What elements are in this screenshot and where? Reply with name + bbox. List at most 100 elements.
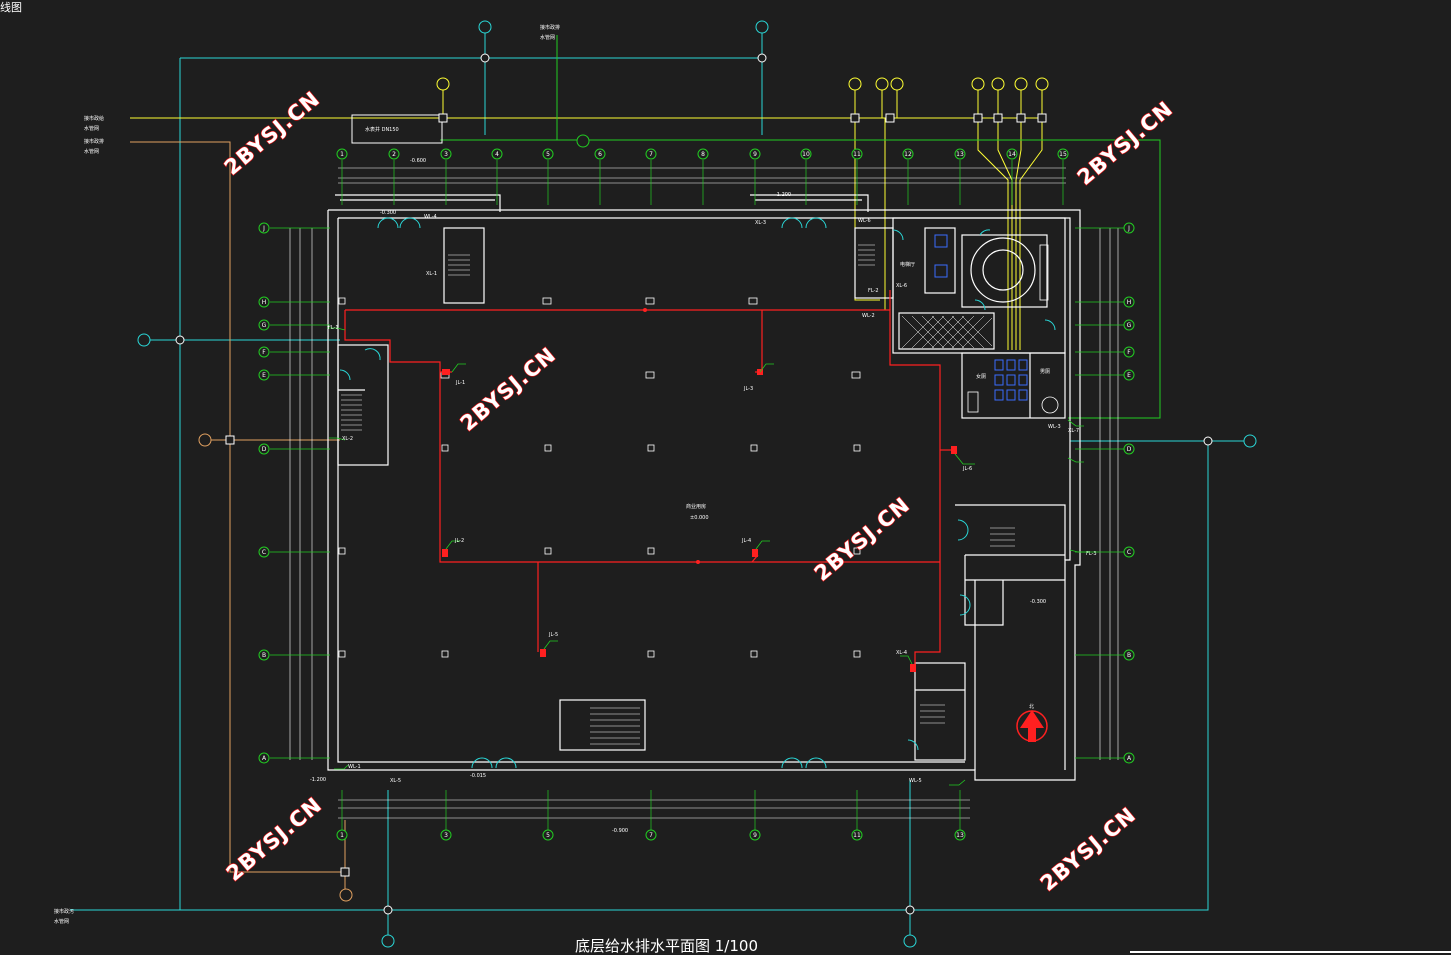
grid-axis-bubble-left: G (258, 319, 270, 331)
svg-text:JL-1: JL-1 (455, 380, 465, 386)
svg-text:-1.200: -1.200 (310, 777, 326, 783)
dimension-lines (289, 167, 1119, 819)
fixture-outlines (967, 244, 1059, 414)
svg-text:FL-2: FL-2 (868, 288, 879, 294)
svg-text:4: 4 (495, 151, 499, 158)
svg-text:-0.600: -0.600 (410, 158, 426, 164)
grid-axis-bubble-top: 3 (440, 148, 452, 160)
watermark: 2BYSJ.CN (1073, 97, 1178, 190)
svg-text:11: 11 (853, 151, 861, 158)
svg-text:1: 1 (340, 832, 344, 839)
svg-text:6: 6 (598, 151, 602, 158)
svg-text:A: A (262, 755, 267, 762)
svg-text:E: E (262, 372, 266, 379)
grid-axis-bubble-right: B (1123, 649, 1135, 661)
svg-text:-0.015: -0.015 (470, 773, 486, 779)
grid-axis-bubble-bottom: 1 (336, 829, 348, 841)
grid-axis-bubble-left: J (258, 222, 270, 234)
riser-markers (327, 327, 1090, 786)
window-corner-label: 线图 (0, 0, 22, 14)
grid-axis-bubble-left: B (258, 649, 270, 661)
watermark: 2BYSJ.CN (456, 343, 561, 436)
svg-text:7: 7 (649, 832, 653, 839)
grid-axis-bubble-left: A (258, 752, 270, 764)
svg-text:F: F (262, 349, 266, 356)
svg-text:C: C (1127, 549, 1131, 556)
columns (338, 297, 861, 658)
svg-text:14: 14 (1008, 151, 1016, 158)
pipe-circle-symbols (175, 53, 1213, 915)
room-labels: 商业用房 ±0.000 电梯厅 女厕 男厕 (686, 261, 1050, 521)
svg-text:XL-7: XL-7 (1068, 428, 1079, 434)
svg-text:9: 9 (753, 151, 757, 158)
room-elevation: ±0.000 (690, 515, 709, 521)
svg-text:WL-6: WL-6 (858, 218, 871, 224)
svg-text:9: 9 (753, 832, 757, 839)
grid-axis-bubble-bottom: 11 (851, 829, 863, 841)
building-walls (327, 194, 1081, 781)
watermark: 2BYSJ.CN (220, 87, 325, 180)
svg-text:H: H (262, 299, 267, 306)
svg-text:B: B (1127, 652, 1131, 659)
toilet-fixtures (934, 234, 1028, 401)
svg-text:-0.900: -0.900 (612, 828, 628, 834)
grid-axis-bubble-bottom: 3 (440, 829, 452, 841)
water-meter-box: 水表井 DN150 (351, 114, 443, 144)
grid-axis-bubble-bottom: 13 (954, 829, 966, 841)
svg-text:E: E (1127, 372, 1131, 379)
svg-text:-0.300: -0.300 (380, 210, 396, 216)
svg-text:WL-5: WL-5 (909, 778, 922, 784)
grid-axis-bubble-right: G (1123, 319, 1135, 331)
pipe-notes: 接市政给 水管网 接市政排 水管网 接市政污 水管网 接市政排 水管网 -0.6… (54, 24, 1046, 925)
svg-text:接市政给: 接市政给 (84, 115, 104, 122)
grid-axis-bubble-right: A (1123, 752, 1135, 764)
grid-axis-bubble-bottom: 5 (542, 829, 554, 841)
svg-text:13: 13 (956, 832, 964, 839)
grid-axis-bubble-right: C (1123, 546, 1135, 558)
svg-text:J: J (262, 225, 265, 232)
grid-axis-bubble-right: J (1123, 222, 1135, 234)
svg-text:XL-3: XL-3 (755, 220, 766, 226)
svg-text:13: 13 (956, 151, 964, 158)
grid-axis-bubble-top: 14 (1006, 148, 1018, 160)
svg-text:3: 3 (444, 151, 448, 158)
svg-text:WL-1: WL-1 (348, 764, 361, 770)
svg-text:水管网: 水管网 (84, 125, 99, 132)
svg-text:XL-5: XL-5 (390, 778, 401, 784)
grid-axis-bubble-right: H (1123, 296, 1135, 308)
svg-text:WL-2: WL-2 (862, 313, 875, 319)
svg-text:15: 15 (1059, 151, 1067, 158)
svg-text:D: D (1127, 446, 1132, 453)
svg-text:WL-3: WL-3 (1048, 424, 1061, 430)
watermarks: 2BYSJ.CN 2BYSJ.CN 2BYSJ.CN 2BYSJ.CN 2BYS… (219, 86, 1178, 897)
svg-text:FL-3: FL-3 (1086, 551, 1097, 557)
svg-text:H: H (1127, 299, 1132, 306)
watermark: 2BYSJ.CN (1036, 803, 1141, 896)
north-arrow: 北 (1016, 703, 1048, 742)
grid-axis-bubble-top: 1 (336, 148, 348, 160)
grid-axis-bubble-bottom: 9 (749, 829, 761, 841)
grid-axis-bubble-top: 7 (645, 148, 657, 160)
svg-text:水管网: 水管网 (84, 148, 99, 155)
grid-axis-bubble-left: E (258, 369, 270, 381)
grid-axis-bubble-top: 5 (542, 148, 554, 160)
grid-axis-bubble-top: 12 (902, 148, 914, 160)
svg-text:XL-1: XL-1 (426, 271, 437, 277)
svg-text:XL-6: XL-6 (896, 283, 907, 289)
svg-text:J: J (1127, 225, 1130, 232)
svg-text:11: 11 (853, 832, 861, 839)
svg-text:女厕: 女厕 (976, 373, 986, 380)
svg-text:WL-4: WL-4 (424, 214, 437, 220)
water-supply-pipes (344, 290, 955, 670)
grid-axis-bubble-right: D (1123, 443, 1135, 455)
svg-text:F: F (1127, 349, 1131, 356)
svg-text:D: D (262, 446, 267, 453)
svg-text:接市政污: 接市政污 (54, 908, 74, 915)
crosshatch-panel (901, 315, 993, 349)
grid-axis-bubble-bottom: 7 (645, 829, 657, 841)
svg-text:水表井 DN150: 水表井 DN150 (365, 126, 399, 133)
grid-axis-bubble-top: 8 (697, 148, 709, 160)
svg-text:8: 8 (701, 151, 705, 158)
